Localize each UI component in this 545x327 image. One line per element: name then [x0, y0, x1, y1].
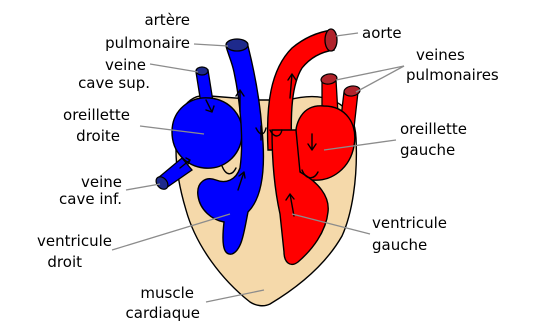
- label-oreillette-droite-line2: droite: [76, 127, 120, 145]
- label-artere-pulmonaire: artère pulmonaire: [105, 11, 190, 52]
- label-ventricule-gauche: ventricule gauche: [372, 214, 447, 254]
- label-ventricule-droit-line2: droit: [47, 253, 82, 271]
- leader-veines-pulmonaires-2: [356, 66, 404, 92]
- label-veine-cave-inf: veine cave inf.: [59, 173, 122, 208]
- label-veine-cave-inf-line2: cave inf.: [59, 190, 122, 208]
- leader-aorte: [336, 33, 358, 36]
- label-muscle-cardiaque: muscle cardiaque: [126, 284, 200, 322]
- label-oreillette-gauche-line2: gauche: [400, 141, 455, 159]
- leader-veines-pulmonaires-1: [336, 66, 404, 80]
- label-ventricule-gauche-line2: gauche: [372, 236, 427, 254]
- label-veines-pulmonaires: veines pulmonaires: [406, 46, 499, 84]
- label-ventricule-droit: ventricule droit: [37, 232, 112, 271]
- leader-veine-cave-sup: [150, 64, 198, 72]
- label-oreillette-droite: oreillette droite: [63, 106, 130, 145]
- label-muscle-cardiaque-line1: muscle: [140, 284, 194, 302]
- aorte-opening: [325, 29, 337, 51]
- label-veine-cave-sup-line2: cave sup.: [78, 74, 150, 92]
- label-ventricule-gauche-line1: ventricule: [372, 214, 447, 232]
- label-oreillette-gauche-line1: oreillette: [400, 120, 467, 138]
- oreillette-droite-shape: [172, 98, 242, 168]
- artere-pulmonaire-opening: [226, 39, 248, 51]
- label-veine-cave-sup-line1: veine: [105, 56, 146, 74]
- leader-artere-pulmonaire: [194, 44, 228, 46]
- label-aorte: aorte: [362, 24, 402, 42]
- label-ventricule-droit-line1: ventricule: [37, 232, 112, 250]
- label-muscle-cardiaque-line2: cardiaque: [126, 304, 200, 322]
- label-veines-pulmonaires-line2: pulmonaires: [406, 66, 499, 84]
- label-veines-pulmonaires-line1: veines: [416, 46, 465, 64]
- label-artere-pulmonaire-line1: artère: [144, 11, 190, 29]
- label-veine-cave-sup: veine cave sup.: [78, 56, 150, 92]
- label-artere-pulmonaire-line2: pulmonaire: [105, 34, 190, 52]
- label-veine-cave-inf-line1: veine: [81, 173, 122, 191]
- leader-veine-cave-inf: [126, 184, 160, 190]
- label-oreillette-gauche: oreillette gauche: [400, 120, 467, 159]
- veine-cave-sup-opening: [196, 67, 208, 75]
- label-oreillette-droite-line1: oreillette: [63, 106, 130, 124]
